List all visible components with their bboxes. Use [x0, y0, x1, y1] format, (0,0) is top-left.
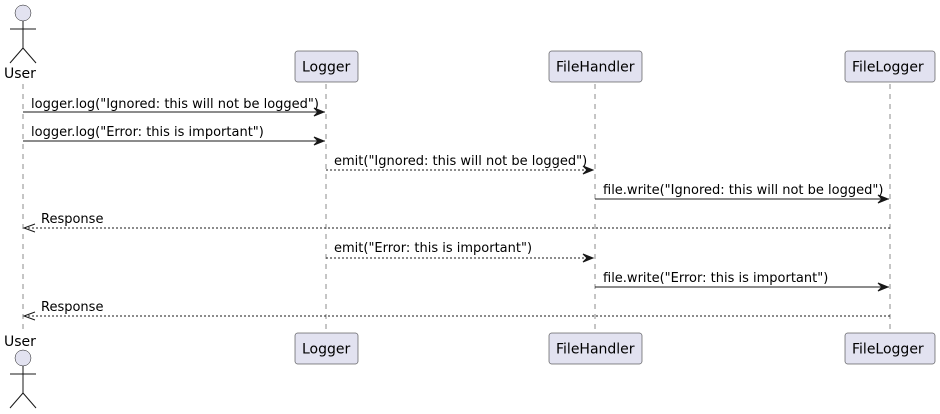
participant-box — [844, 332, 936, 365]
participant-box — [548, 50, 643, 83]
participant-box — [844, 50, 936, 83]
message-4: file.write("Ignored: this will not be lo… — [595, 183, 890, 204]
arrowhead — [582, 253, 595, 263]
user-actor-head — [14, 349, 32, 367]
participant-label: FileLogger — [852, 60, 924, 76]
user-actor-top: User — [4, 4, 37, 82]
message-label: emit("Ignored: this will not be logged") — [334, 154, 587, 169]
message-6: emit("Error: this is important") — [326, 241, 595, 263]
message-5: Response — [22, 212, 890, 233]
user-actor-label-top: User — [4, 66, 36, 82]
arrowhead — [877, 194, 890, 204]
participant-box — [548, 332, 643, 365]
user-actor-label-bottom: User — [4, 334, 36, 350]
user-actor-head — [14, 4, 32, 22]
arrowhead — [877, 282, 890, 292]
participant-label: Logger — [302, 60, 351, 76]
participant-box — [294, 332, 359, 365]
message-1: logger.log("Ignored: this will not be lo… — [23, 97, 326, 117]
participant-filehandler-bottom: FileHandler — [548, 332, 643, 365]
message-label: file.write("Error: this is important") — [603, 271, 828, 286]
participant-filehandler-top: FileHandler — [548, 50, 643, 83]
participant-logger-bottom: Logger — [294, 332, 359, 365]
arrowhead — [313, 107, 326, 117]
message-3: emit("Ignored: this will not be logged") — [326, 154, 595, 175]
message-label: logger.log("Error: this is important") — [31, 125, 264, 140]
message-label: file.write("Ignored: this will not be lo… — [603, 183, 883, 198]
message-label: logger.log("Ignored: this will not be lo… — [31, 97, 319, 112]
participant-label: FileHandler — [556, 60, 635, 76]
arrowhead — [22, 223, 36, 233]
message-7: file.write("Error: this is important") — [595, 271, 890, 292]
user-actor-bottom: User — [4, 334, 37, 409]
participant-label: Logger — [302, 342, 351, 358]
arrowhead — [582, 165, 595, 175]
participant-label: FileHandler — [556, 342, 635, 358]
message-8: Response — [22, 300, 890, 321]
participant-box — [294, 50, 359, 83]
arrowhead — [313, 136, 326, 146]
participant-filelogger-top: FileLogger — [844, 50, 936, 83]
participant-logger-top: Logger — [294, 50, 359, 83]
message-label: Response — [41, 212, 103, 227]
message-2: logger.log("Error: this is important") — [23, 125, 326, 146]
message-label: Response — [41, 300, 103, 315]
message-label: emit("Error: this is important") — [334, 241, 532, 256]
participant-filelogger-bottom: FileLogger — [844, 332, 936, 365]
participant-label: FileLogger — [852, 342, 924, 358]
arrowhead — [22, 311, 36, 321]
